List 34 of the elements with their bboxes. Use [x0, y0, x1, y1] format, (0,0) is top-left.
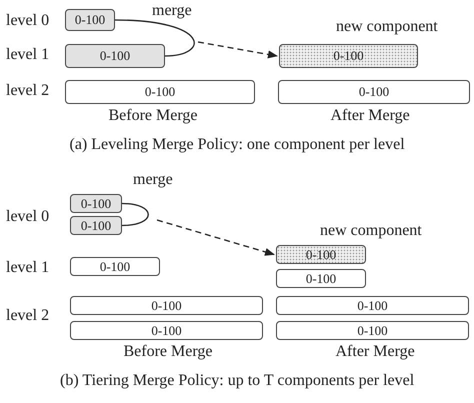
merge-curve — [122, 202, 149, 226]
component-box: 0-100 — [276, 321, 469, 340]
level-label: level 0 — [6, 12, 50, 30]
component-box: 0-100 — [279, 44, 418, 68]
component-box: 0-100 — [70, 296, 263, 315]
figure-caption: (a) Leveling Merge Policy: one component per level — [70, 136, 405, 154]
merge-curve — [114, 19, 195, 57]
component-caption: new component — [320, 222, 422, 240]
component-box: 0-100 — [65, 9, 115, 31]
component-caption: new component — [336, 18, 438, 36]
component-box: 0-100 — [70, 216, 122, 235]
panel-heading: After Merge — [330, 107, 410, 125]
level-label: level 1 — [6, 259, 50, 277]
component-box: 0-100 — [65, 44, 165, 68]
edge-label: merge — [133, 171, 173, 189]
edge-label: merge — [152, 2, 192, 20]
component-box: 0-100 — [70, 321, 263, 340]
component-box: 0-100 — [276, 245, 366, 264]
component-box: 0-100 — [276, 296, 469, 315]
component-box: 0-100 — [70, 194, 122, 213]
component-box: 0-100 — [276, 269, 366, 288]
dashed-arrow — [198, 41, 278, 58]
level-label: level 1 — [6, 46, 50, 64]
level-label: level 2 — [6, 307, 50, 325]
component-box: 0-100 — [70, 257, 160, 276]
panel-heading: Before Merge — [108, 107, 198, 125]
level-label: level 2 — [6, 82, 50, 100]
component-box: 0-100 — [278, 80, 470, 104]
component-box: 0-100 — [65, 80, 255, 104]
panel-heading: After Merge — [336, 343, 415, 361]
figure-caption: (b) Tiering Merge Policy: up to T components per level — [60, 372, 414, 390]
dashed-arrow — [156, 219, 275, 256]
level-label: level 0 — [6, 208, 50, 226]
panel-heading: Before Merge — [124, 343, 212, 361]
